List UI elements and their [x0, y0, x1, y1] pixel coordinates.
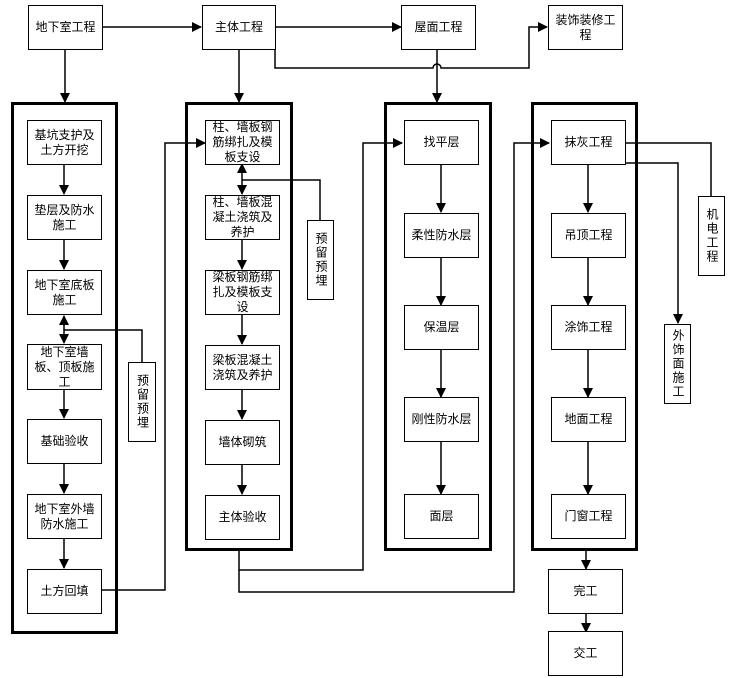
step-label: 涂饰工程: [564, 320, 613, 334]
step-label: 吊顶工程: [564, 228, 613, 242]
step-label: 基础验收: [40, 434, 89, 448]
link-main-embed: [242, 179, 321, 220]
stage-decoration[interactable]: 装饰装修工程: [548, 5, 623, 50]
step-label: 垫层及防水施工: [34, 202, 95, 232]
basement-step[interactable]: 土方回填: [27, 569, 102, 614]
step-label: 面层: [429, 509, 454, 523]
step-label: 保温层: [423, 320, 460, 334]
step-label: 地下室墙板、顶板施工: [34, 344, 95, 389]
stage-roof[interactable]: 屋面工程: [401, 5, 476, 50]
main-step[interactable]: 柱、墙板混凝土浇筑及养护: [205, 195, 280, 240]
roof-step[interactable]: 找平层: [404, 120, 479, 165]
main-step[interactable]: 柱、墙板钢筋绑扎及模板支设: [205, 120, 280, 165]
step-label: 地下室外墙防水施工: [34, 501, 95, 531]
arrow-main-to-decoration: [274, 22, 548, 69]
step-label: 找平层: [423, 135, 460, 149]
decoration-step[interactable]: 吊顶工程: [551, 213, 626, 258]
basement-step[interactable]: 垫层及防水施工: [27, 195, 102, 240]
step-label: 抹灰工程: [564, 135, 613, 149]
basement-step[interactable]: 地下室底板施工: [27, 270, 102, 315]
handover-box[interactable]: 交工: [548, 631, 623, 676]
side-label: 外饰面施工: [671, 329, 685, 399]
roof-group-frame: [384, 102, 492, 551]
step-label: 地下室底板施工: [34, 277, 95, 307]
step-label: 完工: [573, 584, 598, 598]
step-label: 柱、墙板钢筋绑扎及模板支设: [212, 120, 273, 164]
main-step[interactable]: 梁板钢筋绑扎及模板支设: [205, 270, 280, 315]
basement-step[interactable]: 地下室外墙防水施工: [27, 494, 102, 539]
main-step[interactable]: 梁板混凝土浇筑及养护: [205, 345, 280, 390]
mep-box[interactable]: 机电工程: [698, 196, 725, 276]
step-label: 墙体砌筑: [218, 435, 267, 449]
stage-main[interactable]: 主体工程: [202, 5, 276, 50]
step-label: 主体验收: [218, 510, 267, 524]
main-step[interactable]: 主体验收: [205, 495, 280, 540]
side-label: 机电工程: [705, 208, 719, 264]
main-embed-box[interactable]: 预留预埋: [307, 220, 334, 300]
roof-step[interactable]: 刚性防水层: [404, 397, 479, 442]
stage-label: 地下室工程: [35, 20, 96, 34]
step-label: 地面工程: [564, 412, 613, 426]
step-label: 刚性防水层: [411, 412, 472, 426]
decoration-step[interactable]: 地面工程: [551, 397, 626, 442]
main-step[interactable]: 墙体砌筑: [205, 420, 280, 465]
basement-step[interactable]: 地下室墙板、顶板施工: [27, 344, 102, 390]
step-label: 门窗工程: [564, 509, 613, 523]
side-label: 预留预埋: [314, 232, 328, 288]
link-plaster-to-mep: [626, 142, 712, 196]
stage-label: 屋面工程: [414, 20, 463, 34]
stage-basement[interactable]: 地下室工程: [28, 5, 103, 50]
step-label: 基坑支护及土方开挖: [34, 127, 95, 157]
basement-group-frame: [11, 102, 118, 634]
side-label: 预留预埋: [135, 374, 150, 430]
decoration-step[interactable]: 门窗工程: [551, 494, 626, 539]
step-label: 柔性防水层: [411, 228, 472, 242]
arrow-main-to-decoration-steps: [238, 138, 550, 593]
link-basement-embed: [64, 329, 143, 362]
roof-step[interactable]: 柔性防水层: [404, 213, 479, 258]
step-label: 土方回填: [40, 584, 89, 598]
basement-step[interactable]: 基坑支护及土方开挖: [27, 120, 102, 165]
decoration-step[interactable]: 涂饰工程: [551, 305, 626, 350]
stage-label: 装饰装修工程: [555, 12, 616, 42]
basement-embed-box[interactable]: 预留预埋: [128, 362, 156, 442]
step-label: 梁板混凝土浇筑及养护: [212, 352, 273, 382]
step-label: 梁板钢筋绑扎及模板支设: [212, 270, 273, 314]
step-label: 交工: [573, 646, 598, 660]
complete-box[interactable]: 完工: [548, 569, 623, 614]
basement-step[interactable]: 基础验收: [27, 419, 102, 464]
decoration-step[interactable]: 抹灰工程: [551, 120, 626, 165]
roof-step[interactable]: 面层: [404, 494, 479, 539]
main-group-frame: [185, 102, 293, 551]
arrow-plaster-to-facade: [626, 162, 683, 324]
stage-label: 主体工程: [214, 20, 263, 34]
arrow-main-to-roof-steps: [238, 138, 403, 571]
step-label: 柱、墙板混凝土浇筑及养护: [212, 195, 273, 239]
roof-step[interactable]: 保温层: [404, 305, 479, 350]
decoration-group-frame: [531, 102, 638, 551]
facade-box[interactable]: 外饰面施工: [664, 324, 691, 404]
